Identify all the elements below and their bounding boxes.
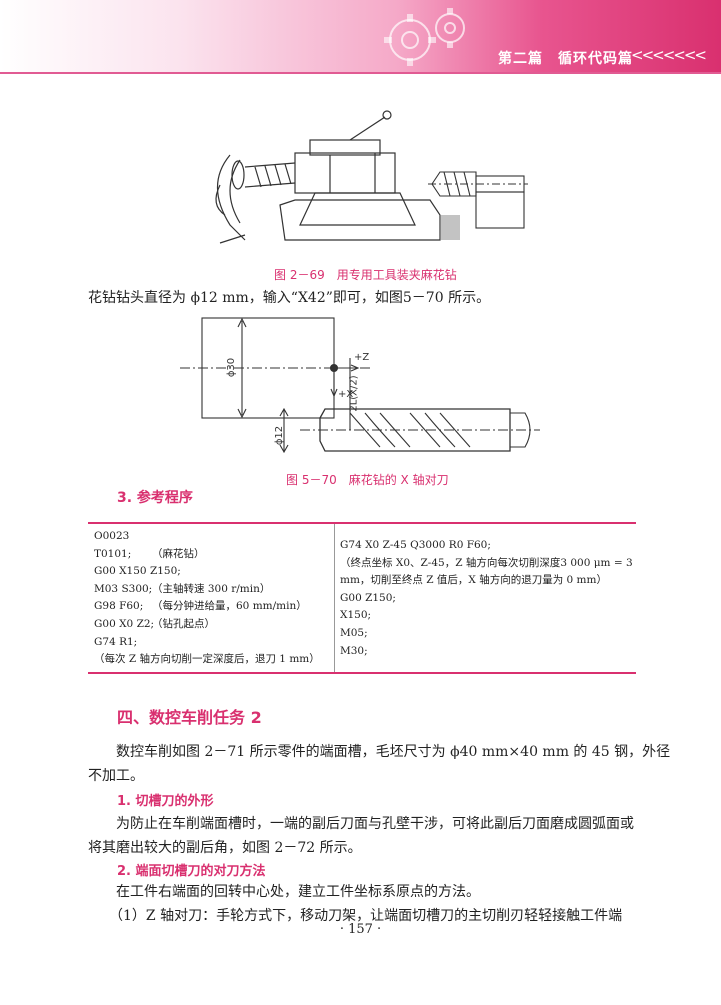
program-row: G00 X150 Z150; xyxy=(94,565,181,578)
page-header-band xyxy=(0,0,721,72)
program-row: mm，切削至终点 Z 值后，X 轴方向的退刀量为 0 mm） xyxy=(340,574,607,587)
figure-x-axis-setting xyxy=(180,317,540,454)
section-4-title: 四、数控车削任务 2 xyxy=(117,708,262,727)
chevrons-icon: <<<<<<< xyxy=(631,46,707,64)
program-row: G00 Z150; xyxy=(340,591,396,604)
figure-drill-holder xyxy=(215,110,460,244)
label-phi30: ϕ30 xyxy=(226,357,238,378)
section-3-title: 3. 参考程序 xyxy=(117,490,193,506)
paragraph-3-line-2: 将其磨出较大的副后角，如图 2－72 所示。 xyxy=(88,840,362,856)
figure2-caption: 图 5－70 麻花钻的 X 轴对刀 xyxy=(286,473,449,487)
program-row: M03 S300;（主轴转速 300 r/min） xyxy=(94,582,271,595)
gear-decoration-icon xyxy=(384,8,465,66)
page-number: · 157 · xyxy=(339,922,382,937)
program-row: G98 F60;（每分钟进给量，60 mm/min） xyxy=(94,600,307,613)
paragraph-2-line-1: 数控车削如图 2－71 所示零件的端面槽，毛坯尺寸为 ϕ40 mm×40 mm … xyxy=(88,744,671,760)
program-table: O0023 T0101;（麻花钻） G00 X150 Z150; M03 S30… xyxy=(88,522,636,674)
figure1-caption: 图 2－69 用专用工具装夹麻花钻 xyxy=(274,268,457,282)
subsection-2-title: 2. 端面切槽刀的对刀方法 xyxy=(117,864,266,879)
paragraph-4-line-2: （1）Z 轴对刀：手轮方式下，移动刀架，让端面切槽刀的主切削刃轻轻接触工件端 xyxy=(88,908,623,924)
paragraph-4-line-1: 在工件右端面的回转中心处，建立工件坐标系原点的方法。 xyxy=(88,884,480,900)
paragraph-2-line-2: 不加工。 xyxy=(88,768,144,784)
program-row: G74 R1; xyxy=(94,635,138,648)
program-row: X150; xyxy=(340,609,372,622)
column-divider xyxy=(334,524,335,672)
label-plus-x: +X xyxy=(338,389,354,400)
program-row: G00 X0 Z2;（钻孔起点） xyxy=(94,617,215,630)
program-row: （终点坐标 X0、Z-45，Z 轴方向每次切削深度3 000 μm = 3 xyxy=(340,556,633,569)
program-row: G74 X0 Z-45 Q3000 R0 F60; xyxy=(340,539,491,551)
paragraph-3-line-1: 为防止在车削端面槽时，一端的副后刀面与孔壁干涉，可将此副后刀面磨成圆弧面或 xyxy=(88,816,634,832)
subsection-1-title: 1. 切槽刀的外形 xyxy=(117,794,214,809)
program-row: M05; xyxy=(340,626,368,639)
part-title: 第二篇 循环代码篇 xyxy=(498,51,633,67)
program-row: M30; xyxy=(340,644,368,657)
program-row: O0023 xyxy=(94,530,130,542)
label-phi12: ϕ12 xyxy=(274,425,286,446)
program-row: T0101;（麻花钻） xyxy=(94,547,205,560)
program-row: （每次 Z 轴方向切削一定深度后，退刀 1 mm） xyxy=(94,653,320,666)
label-two-l: 2L(X/2) xyxy=(348,375,360,412)
program-left-column: O0023 T0101;（麻花钻） G00 X150 Z150; M03 S30… xyxy=(94,524,334,672)
program-right-column: G74 X0 Z-45 Q3000 R0 F60; （终点坐标 X0、Z-45，… xyxy=(340,524,633,672)
header-rule xyxy=(0,72,721,74)
paragraph-1: 花钻钻头直径为 ϕ12 mm，输入“X42”即可，如图5－70 所示。 xyxy=(88,290,491,306)
figure-drill-bit-detail xyxy=(428,171,528,229)
label-plus-z: +Z xyxy=(354,352,370,363)
